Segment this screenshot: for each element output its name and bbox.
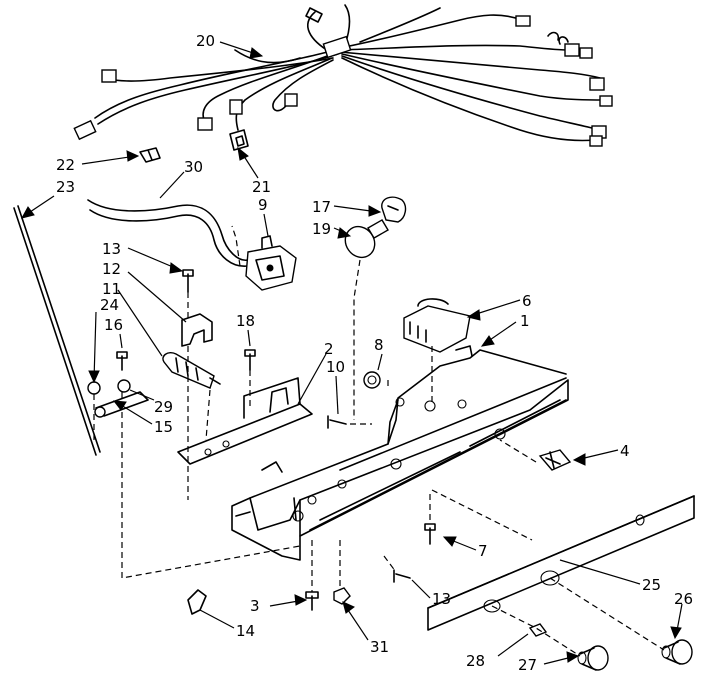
callout-25: 25	[642, 576, 661, 594]
callout-18: 18	[236, 312, 255, 330]
callout-9: 9	[258, 196, 268, 214]
part-9-relay	[245, 235, 297, 291]
callout-26: 26	[674, 590, 693, 608]
alignment-lines	[93, 225, 665, 657]
part-30-tube	[87, 199, 249, 267]
part-18-screw	[244, 349, 256, 371]
callout-1: 1	[520, 312, 530, 330]
callout-7: 7	[478, 542, 488, 560]
part-29-bracket	[94, 379, 149, 418]
part-27-knob	[577, 645, 609, 671]
callout-13-lower: 13	[432, 590, 451, 608]
callout-10: 10	[326, 358, 345, 376]
part-13-screw	[182, 269, 194, 293]
part-7-screw	[424, 523, 436, 545]
callout-21: 21	[252, 178, 271, 196]
part-1-control-housing	[231, 345, 569, 561]
part-8-grommet	[363, 371, 381, 389]
wire-harness	[73, 4, 613, 147]
part-28-clip	[528, 623, 548, 637]
part-11-thermostat	[162, 352, 221, 389]
callout-11: 11	[102, 280, 121, 298]
part-19-bulb	[344, 219, 389, 259]
leader-lines	[21, 41, 683, 665]
part-12-bracket	[181, 313, 213, 347]
callout-12: 12	[102, 260, 121, 278]
callout-27: 27	[518, 656, 537, 674]
part-6-timer	[403, 298, 471, 353]
callout-13-upper: 13	[102, 240, 121, 258]
callout-16: 16	[104, 316, 123, 334]
callout-20: 20	[196, 32, 215, 50]
callout-8: 8	[374, 336, 384, 354]
callout-31: 31	[370, 638, 389, 656]
part-23-rod	[13, 205, 101, 456]
part-10-screw	[327, 415, 347, 429]
callout-4: 4	[620, 442, 630, 460]
callout-19: 19	[312, 220, 331, 238]
callout-24: 24	[100, 296, 119, 314]
part-3-screw	[305, 591, 319, 611]
part-13-screw-lower	[393, 569, 411, 583]
part-25-panel	[427, 495, 695, 631]
callout-23: 23	[56, 178, 75, 196]
part-2-mounting-bracket	[177, 377, 313, 465]
callout-22: 22	[56, 156, 75, 174]
part-26-knob	[661, 639, 693, 665]
callout-6: 6	[522, 292, 532, 310]
part-17-socket	[381, 196, 407, 223]
callout-14: 14	[236, 622, 255, 640]
callout-17: 17	[312, 198, 331, 216]
part-22-clip	[139, 147, 161, 163]
callout-3: 3	[250, 597, 260, 615]
callout-30: 30	[184, 158, 203, 176]
part-21-connector	[229, 129, 249, 151]
part-24-nut	[87, 381, 101, 395]
callout-labels: 20 22 23 30 21 9 17 19 13 12 11 24 16 18…	[56, 32, 693, 674]
callout-28: 28	[466, 652, 485, 670]
part-31-nut	[333, 587, 351, 605]
callout-15: 15	[154, 418, 173, 436]
part-4-switch	[538, 449, 572, 471]
part-14-clip	[187, 589, 207, 615]
callout-29: 29	[154, 398, 173, 416]
callout-2: 2	[324, 340, 334, 358]
part-16-screw	[116, 351, 128, 371]
